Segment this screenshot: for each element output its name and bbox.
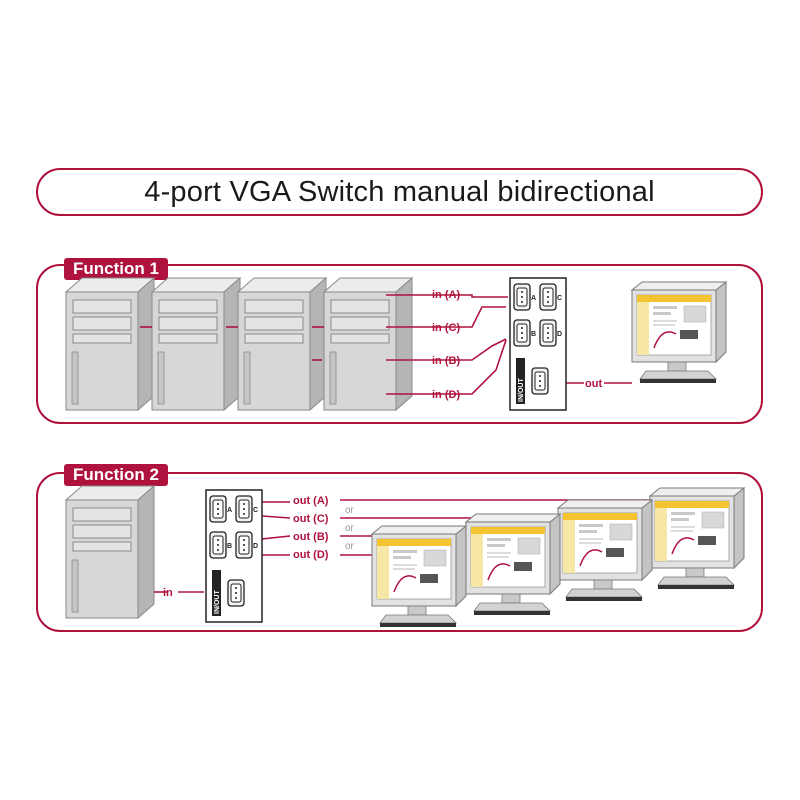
function-2-monitors	[371, 487, 745, 628]
source-computer-1	[65, 277, 155, 411]
output-monitor-c	[557, 499, 653, 602]
f1-in-c-label: in (C)	[432, 322, 460, 334]
port-a-connector	[513, 283, 531, 311]
function-1-vga-switch: A C B D IN/OUT	[509, 277, 567, 411]
function-1-cables	[140, 294, 632, 395]
port-c-connector	[539, 283, 557, 311]
output-monitor-b	[465, 513, 561, 616]
f2-out-d-label: out (D)	[293, 549, 329, 561]
function-1-tab: Function 1	[64, 258, 168, 280]
function-1-panel	[36, 264, 763, 424]
diagram-title: 4-port VGA Switch manual bidirectional	[144, 175, 655, 208]
function-2-tab: Function 2	[64, 464, 168, 486]
function-2-labels: in out (A) out (C) out (B) out (D) or or…	[163, 495, 355, 599]
f2-out-c-label: out (C)	[293, 513, 329, 525]
f1-port-c-letter: C	[557, 295, 562, 302]
f2-port-c-connector	[235, 495, 253, 523]
source-computer-4	[323, 277, 413, 411]
or-separator-1: or	[345, 505, 355, 516]
f2-port-a-connector	[209, 495, 227, 523]
f1-port-b-letter: B	[531, 331, 536, 338]
function-2-computer	[65, 485, 155, 619]
function-2-panel	[36, 472, 763, 632]
function-2-vga-switch: A C B D IN/OUT	[205, 489, 263, 623]
f2-port-c-letter: C	[253, 507, 258, 514]
function-1-monitor	[631, 281, 727, 384]
f1-out-label: out	[585, 378, 602, 390]
f2-in-label: in	[163, 587, 173, 599]
source-computer-2	[151, 277, 241, 411]
function-1-input-labels: in (A) in (C) in (B) in (D) out	[432, 289, 602, 401]
f2-out-b-label: out (B)	[293, 531, 329, 543]
output-monitor-d	[371, 525, 467, 628]
or-separator-3: or	[345, 541, 355, 552]
source-computer-3	[237, 277, 327, 411]
or-separator-2: or	[345, 523, 355, 534]
f2-port-b-letter: B	[227, 543, 232, 550]
f2-inout-connector	[227, 579, 245, 607]
f2-out-a-label: out (A)	[293, 495, 329, 507]
f2-port-d-connector	[235, 531, 253, 559]
f1-in-d-label: in (D)	[432, 389, 460, 401]
title-banner: 4-port VGA Switch manual bidirectional	[36, 168, 763, 216]
port-d-connector	[539, 319, 557, 347]
output-monitor-a	[649, 487, 745, 590]
f2-port-a-letter: A	[227, 507, 232, 514]
f1-in-a-label: in (A)	[432, 289, 460, 301]
f2-inout-label: IN/OUT	[214, 590, 221, 614]
inout-connector	[531, 367, 549, 395]
f1-port-d-letter: D	[557, 331, 562, 338]
function-1-computers	[65, 277, 413, 411]
f2-port-b-connector	[209, 531, 227, 559]
f1-in-b-label: in (B)	[432, 355, 460, 367]
f2-port-d-letter: D	[253, 543, 258, 550]
f1-port-a-letter: A	[531, 295, 536, 302]
f1-inout-label: IN/OUT	[518, 378, 525, 402]
port-b-connector	[513, 319, 531, 347]
